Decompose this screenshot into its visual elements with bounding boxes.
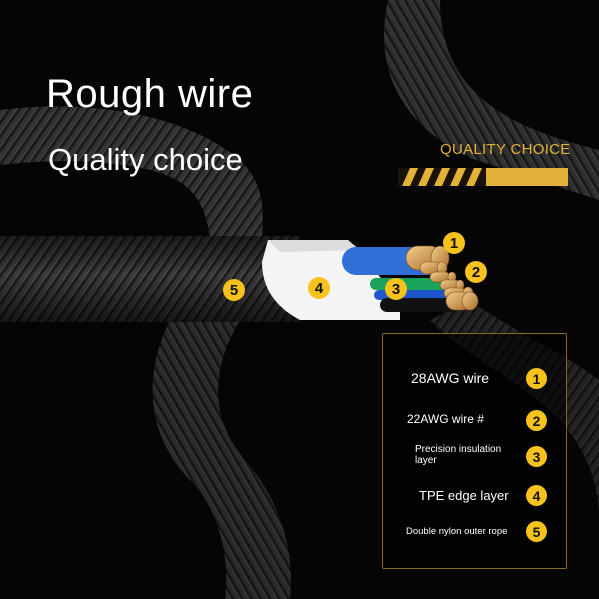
legend-item: Double nylon outer rope 5 xyxy=(383,520,568,560)
legend-item: Precision insulation layer 3 xyxy=(383,442,568,482)
legend-item-label: Precision insulation layer xyxy=(415,444,502,466)
callout-2: 2 xyxy=(465,261,487,283)
subtitle: Quality choice xyxy=(48,142,243,177)
callout-5: 5 xyxy=(223,279,245,301)
back-cable-lower xyxy=(152,320,291,599)
legend-panel: 28AWG wire 1 22AWG wire # 2 Precision in… xyxy=(382,333,567,569)
back-cable-top-right xyxy=(384,0,599,200)
legend-item: 28AWG wire 1 xyxy=(383,360,568,400)
legend-item: 22AWG wire # 2 xyxy=(383,400,568,440)
callout-4: 4 xyxy=(308,277,330,299)
title: Rough wire xyxy=(46,72,254,116)
legend-badge: 5 xyxy=(526,521,547,542)
legend-badge: 1 xyxy=(526,368,547,389)
legend-item: TPE edge layer 4 xyxy=(383,484,568,524)
legend-badge: 2 xyxy=(526,410,547,431)
core-black xyxy=(380,298,460,312)
main-cable xyxy=(0,236,300,322)
legend-item-label: Double nylon outer rope xyxy=(406,526,508,537)
copper-conductors xyxy=(405,245,479,311)
legend-badge: 4 xyxy=(526,485,547,506)
quality-tag: QUALITY CHOICE xyxy=(440,141,571,158)
legend-item-label: TPE edge layer xyxy=(419,488,509,503)
hazard-stripe-icon xyxy=(398,168,568,186)
callout-3: 3 xyxy=(385,278,407,300)
tpe-layer xyxy=(262,240,400,320)
legend-item-label: 22AWG wire # xyxy=(407,412,484,426)
callout-1: 1 xyxy=(443,232,465,254)
legend-item-label: 28AWG wire xyxy=(411,370,490,386)
legend-badge: 3 xyxy=(526,446,547,467)
back-cable-upper-left xyxy=(0,106,263,238)
